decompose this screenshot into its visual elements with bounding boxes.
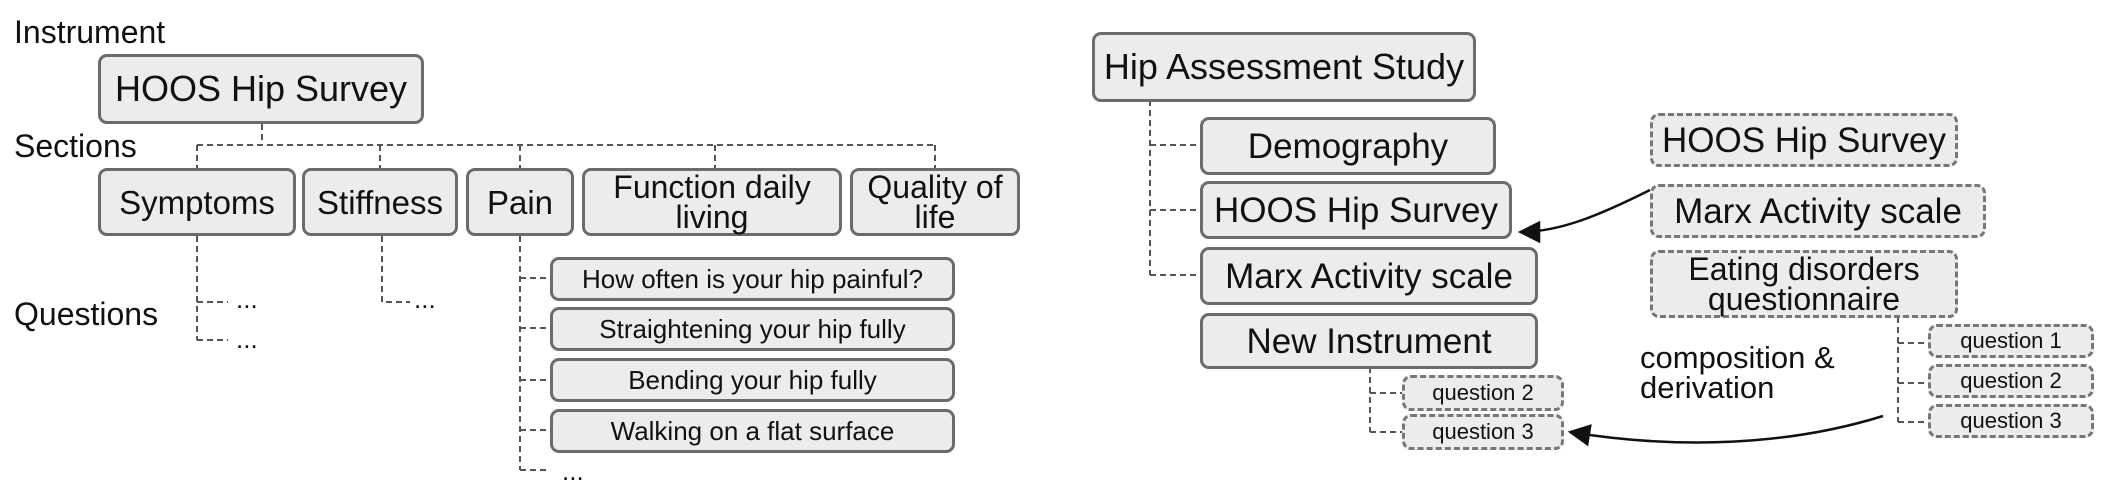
library-instrument-marx: Marx Activity scale <box>1650 184 1986 238</box>
section-stiffness: Stiffness <box>302 168 458 236</box>
section-symptoms: Symptoms <box>98 168 296 236</box>
stiffness-ellipsis: ... <box>414 284 436 314</box>
symptoms-ellipsis-2: ... <box>236 324 258 354</box>
section-quality-of-life: Quality of life <box>850 168 1020 236</box>
tree-line-stiffness <box>381 236 410 303</box>
study-box: Hip Assessment Study <box>1092 32 1476 102</box>
composition-derivation-note: composition & derivation <box>1640 340 1835 405</box>
study-instrument-marx: Marx Activity scale <box>1200 247 1538 305</box>
section-function-daily-living: Function daily living <box>582 168 842 236</box>
eating-question-2: question 2 <box>1928 364 2094 398</box>
sections-label: Sections <box>14 128 137 164</box>
study-instrument-demography: Demography <box>1200 117 1496 175</box>
library-instrument-eating-disorders: Eating disorders questionnaire <box>1650 250 1958 318</box>
instrument-label: Instrument <box>14 14 166 50</box>
pain-question-3: Bending your hip fully <box>550 358 955 402</box>
new-question-3: question 3 <box>1402 414 1564 450</box>
study-instrument-hoos: HOOS Hip Survey <box>1200 181 1512 239</box>
pain-question-1: How often is your hip painful? <box>550 257 955 301</box>
symptoms-ellipsis-1: ... <box>236 284 258 314</box>
pain-question-4: Walking on a flat surface <box>550 409 955 453</box>
eating-question-1: question 1 <box>1928 324 2094 358</box>
instrument-box: HOOS Hip Survey <box>98 54 424 124</box>
new-question-2: question 2 <box>1402 375 1564 411</box>
section-pain: Pain <box>466 168 574 236</box>
pain-ellipsis: ... <box>562 456 584 486</box>
library-instrument-hoos: HOOS Hip Survey <box>1650 113 1958 167</box>
questions-label: Questions <box>14 296 159 332</box>
study-instrument-new: New Instrument <box>1200 313 1538 369</box>
eating-question-3: question 3 <box>1928 404 2094 438</box>
arrow-question-to-new <box>1567 414 1884 447</box>
arrow-marx-to-hoos <box>1517 188 1651 244</box>
pain-question-2: Straightening your hip fully <box>550 307 955 351</box>
